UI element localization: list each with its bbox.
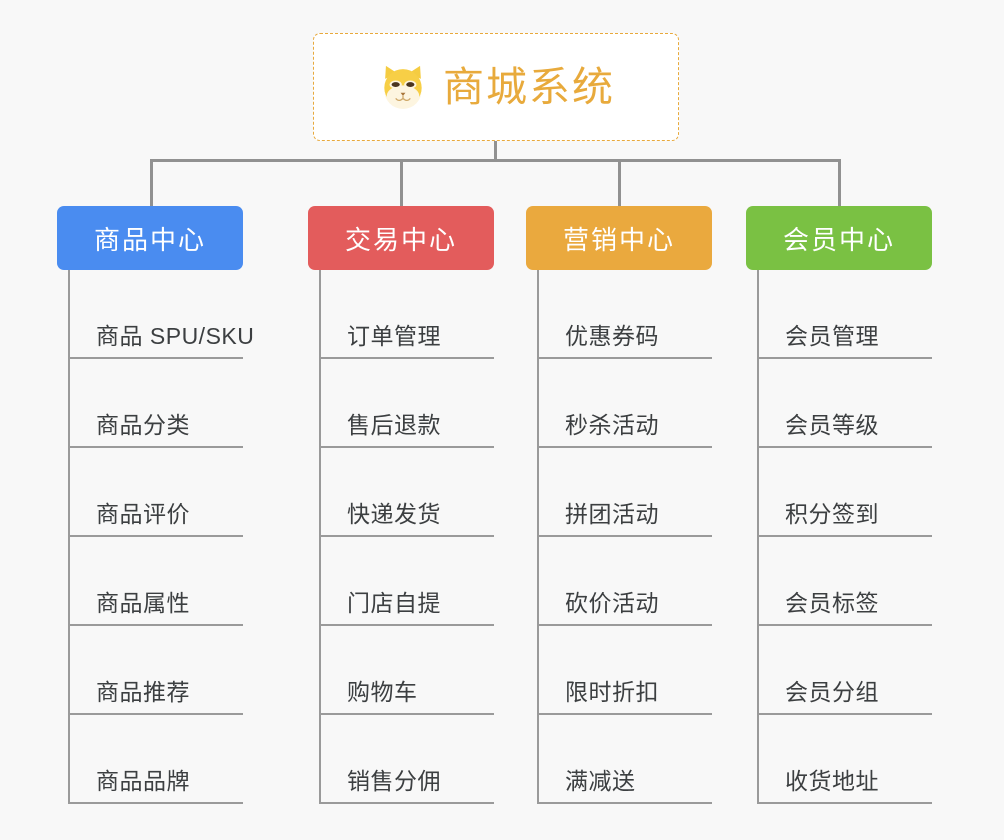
branch-column-4: 会员中心 会员管理 会员等级 积分签到 会员标签 会员分组 收货地址: [746, 206, 932, 804]
branch-body-1: 商品 SPU/SKU 商品分类 商品评价 商品属性 商品推荐 商品品牌: [57, 270, 254, 804]
leaf-label: 商品分类: [96, 412, 190, 438]
branch-body-4: 会员管理 会员等级 积分签到 会员标签 会员分组 收货地址: [746, 270, 932, 804]
leaf-item[interactable]: 会员分组: [757, 626, 932, 715]
leaf-item[interactable]: 订单管理: [319, 270, 494, 359]
connector-drop-2: [400, 159, 403, 207]
leaf-label: 会员标签: [785, 590, 879, 616]
leaf-item[interactable]: 会员等级: [757, 359, 932, 448]
leaf-item[interactable]: 商品推荐: [68, 626, 243, 715]
leaf-item[interactable]: 限时折扣: [537, 626, 712, 715]
leaf-item[interactable]: 收货地址: [757, 715, 932, 804]
branch-header-2[interactable]: 交易中心: [308, 206, 494, 270]
leaf-label: 收货地址: [785, 768, 879, 794]
leaf-label: 积分签到: [785, 501, 879, 527]
leaf-item[interactable]: 秒杀活动: [537, 359, 712, 448]
branch-trunk-1: [68, 270, 70, 804]
leaf-item[interactable]: 售后退款: [319, 359, 494, 448]
leaf-label: 销售分佣: [347, 768, 441, 794]
connector-drop-3: [618, 159, 621, 207]
leaf-item[interactable]: 销售分佣: [319, 715, 494, 804]
leaf-label: 购物车: [347, 679, 418, 705]
leaf-item[interactable]: 快递发货: [319, 448, 494, 537]
connector-root-stem: [494, 141, 497, 162]
connector-drop-1: [150, 159, 153, 207]
leaf-label: 砍价活动: [565, 590, 659, 616]
root-node-mall-system[interactable]: 商城系统: [313, 33, 679, 141]
leaf-label: 优惠券码: [565, 323, 659, 349]
shiba-dog-face-icon: [384, 65, 422, 109]
leaf-label: 会员等级: [785, 412, 879, 438]
branch-column-3: 营销中心 优惠券码 秒杀活动 拼团活动 砍价活动 限时折扣 满减送: [526, 206, 712, 804]
leaf-label: 商品评价: [96, 501, 190, 527]
branch-trunk-4: [757, 270, 759, 804]
leaf-item[interactable]: 砍价活动: [537, 537, 712, 626]
leaf-label: 售后退款: [347, 412, 441, 438]
leaf-item[interactable]: 购物车: [319, 626, 494, 715]
root-title: 商城系统: [443, 63, 615, 110]
leaf-label: 秒杀活动: [565, 412, 659, 438]
connector-drop-4: [838, 159, 841, 207]
branch-header-1[interactable]: 商品中心: [57, 206, 243, 270]
connector-horizontal-bus: [150, 159, 841, 162]
leaf-item[interactable]: 会员标签: [757, 537, 932, 626]
branch-column-2: 交易中心 订单管理 售后退款 快递发货 门店自提 购物车 销售分佣: [308, 206, 494, 804]
leaf-item[interactable]: 商品评价: [68, 448, 243, 537]
leaf-label: 商品属性: [96, 590, 190, 616]
leaf-label: 拼团活动: [565, 501, 659, 527]
leaf-item[interactable]: 商品品牌: [68, 715, 243, 804]
leaf-label: 商品 SPU/SKU: [96, 323, 255, 349]
branch-header-4[interactable]: 会员中心: [746, 206, 932, 270]
leaf-label: 满减送: [565, 768, 636, 794]
leaf-item[interactable]: 拼团活动: [537, 448, 712, 537]
leaf-item[interactable]: 门店自提: [319, 537, 494, 626]
leaf-item[interactable]: 积分签到: [757, 448, 932, 537]
leaf-item[interactable]: 会员管理: [757, 270, 932, 359]
branch-body-3: 优惠券码 秒杀活动 拼团活动 砍价活动 限时折扣 满减送: [526, 270, 712, 804]
leaf-label: 会员分组: [785, 679, 879, 705]
leaf-item[interactable]: 商品 SPU/SKU: [68, 270, 254, 359]
branch-column-1: 商品中心 商品 SPU/SKU 商品分类 商品评价 商品属性 商品推荐 商品品牌: [57, 206, 254, 804]
branch-header-3[interactable]: 营销中心: [526, 206, 712, 270]
leaf-label: 限时折扣: [565, 679, 659, 705]
leaf-label: 会员管理: [785, 323, 879, 349]
leaf-item[interactable]: 商品分类: [68, 359, 243, 448]
leaf-label: 商品品牌: [96, 768, 190, 794]
leaf-item[interactable]: 满减送: [537, 715, 712, 804]
leaf-label: 订单管理: [347, 323, 441, 349]
branch-trunk-3: [537, 270, 539, 804]
branch-body-2: 订单管理 售后退款 快递发货 门店自提 购物车 销售分佣: [308, 270, 494, 804]
leaf-item[interactable]: 优惠券码: [537, 270, 712, 359]
leaf-item[interactable]: 商品属性: [68, 537, 243, 626]
leaf-label: 门店自提: [347, 590, 441, 616]
leaf-label: 快递发货: [347, 501, 441, 527]
branch-trunk-2: [319, 270, 321, 804]
leaf-label: 商品推荐: [96, 679, 190, 705]
